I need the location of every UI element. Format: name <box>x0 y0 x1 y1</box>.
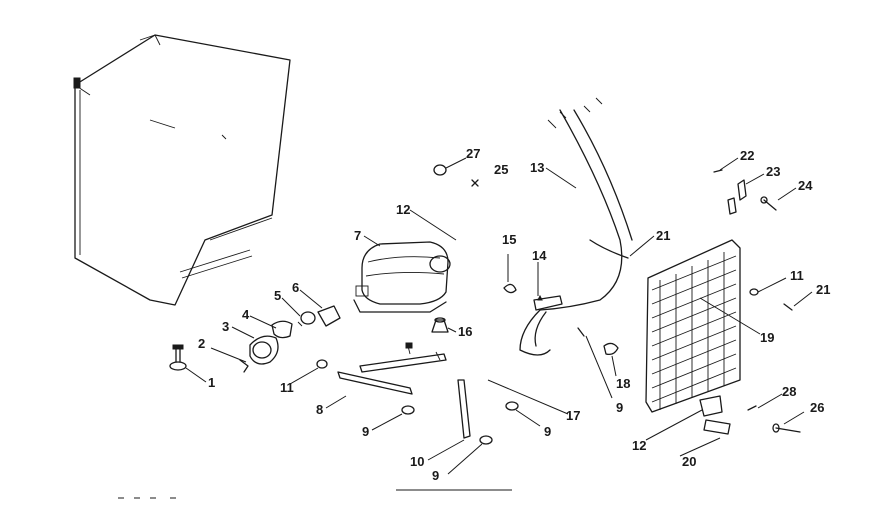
callout-18: 18 <box>616 376 630 391</box>
part-19-condenser <box>645 239 741 413</box>
part-3-relay-cover <box>249 335 279 365</box>
footer-rule <box>118 489 512 499</box>
part-14-drier <box>533 294 563 311</box>
part-7-compressor <box>353 241 451 313</box>
callout-12b: 12 <box>632 438 646 453</box>
callout-11a: 11 <box>280 380 294 395</box>
part-15-clamp <box>503 283 517 294</box>
part-6-cover <box>317 305 341 327</box>
callout-21b: 21 <box>816 282 830 297</box>
callout-5: 5 <box>274 288 281 303</box>
part-18-plug <box>603 342 619 356</box>
leader-lines <box>185 157 813 475</box>
callout-11b: 11 <box>790 268 804 283</box>
part-11-clip-right <box>749 288 759 296</box>
callout-16: 16 <box>458 324 472 339</box>
part-10-bracket <box>457 379 471 439</box>
callout-25: 25 <box>494 162 508 177</box>
callout-23: 23 <box>766 164 780 179</box>
part-25-clip <box>471 179 479 187</box>
callout-9a: 9 <box>362 424 369 439</box>
cabinet <box>73 34 291 306</box>
callout-1: 1 <box>208 375 215 390</box>
part-5-connector <box>297 311 316 327</box>
callout-6: 6 <box>292 280 299 295</box>
callout-7: 7 <box>354 228 361 243</box>
callout-4: 4 <box>242 307 250 322</box>
callout-17: 17 <box>566 408 580 423</box>
callout-9d: 9 <box>616 400 623 415</box>
callout-9c: 9 <box>544 424 551 439</box>
part-11-clip-left <box>316 359 328 369</box>
callout-9b: 9 <box>432 468 439 483</box>
callout-26: 26 <box>810 400 824 415</box>
part-12-fitting <box>699 395 731 435</box>
callout-labels: 1 2 3 4 5 6 7 8 9 9 9 9 10 11 11 12 12 1… <box>198 146 830 483</box>
callout-8: 8 <box>316 402 323 417</box>
part-4-overload <box>271 320 293 339</box>
callout-20: 20 <box>682 454 696 469</box>
callout-13: 13 <box>530 160 544 175</box>
part-23-bracket <box>727 179 747 215</box>
callout-27: 27 <box>466 146 480 161</box>
callout-28: 28 <box>782 384 796 399</box>
callout-19: 19 <box>760 330 774 345</box>
callout-15: 15 <box>502 232 516 247</box>
part-8-mounting-rail <box>337 342 447 395</box>
callout-21a: 21 <box>656 228 670 243</box>
part-21-screw-right <box>783 303 793 311</box>
callout-12a: 12 <box>396 202 410 217</box>
part-28-clip <box>747 405 757 411</box>
callout-24: 24 <box>798 178 813 193</box>
part-26-bolt <box>772 423 801 433</box>
part-24-screw <box>760 196 777 211</box>
part-27-knob <box>433 164 447 176</box>
callout-10: 10 <box>410 454 424 469</box>
callout-3: 3 <box>222 319 229 334</box>
part-9-screws <box>401 327 585 445</box>
callout-22: 22 <box>740 148 754 163</box>
part-1-leveling-leg <box>169 344 187 371</box>
callout-14: 14 <box>532 248 547 263</box>
part-13-tubing <box>519 97 633 356</box>
part-2-clip <box>239 359 249 373</box>
part-16-grommet <box>431 317 449 333</box>
callout-2: 2 <box>198 336 205 351</box>
part-22-clip <box>713 169 723 173</box>
